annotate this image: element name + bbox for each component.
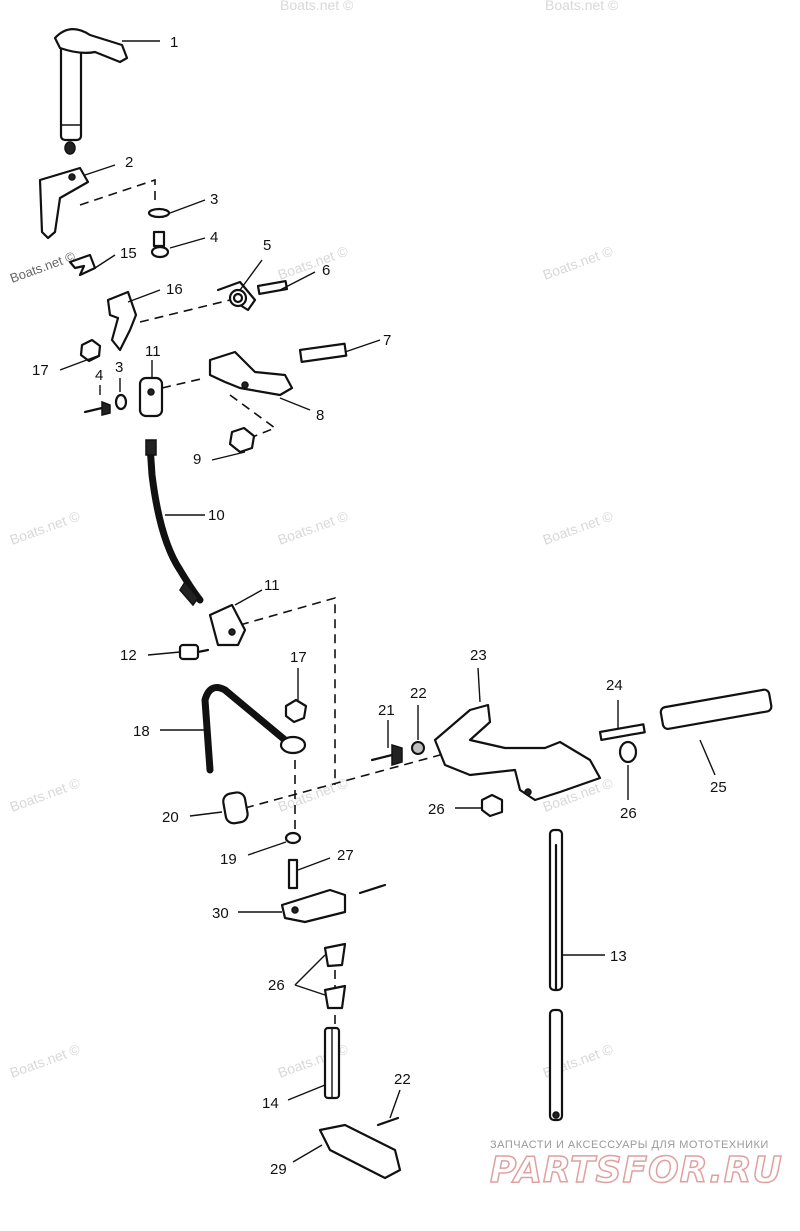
callout-17-lower: 17 <box>290 649 307 666</box>
part-1-shift-shaft <box>53 28 129 155</box>
callout-10: 10 <box>208 507 225 524</box>
watermark: Boats.net © <box>276 507 351 547</box>
callout-7: 7 <box>383 332 391 349</box>
part-24-pin <box>598 723 646 741</box>
part-26-nut <box>480 793 504 818</box>
callout-11-lower: 11 <box>264 577 280 594</box>
part-2-lever <box>38 166 90 240</box>
part-8-lever <box>208 350 294 397</box>
part-11-link-upper <box>138 376 164 418</box>
callout-5: 5 <box>263 237 271 254</box>
callout-3-lower: 3 <box>115 359 123 376</box>
part-7-stud <box>298 342 348 363</box>
watermark: Boats.net © <box>541 242 616 282</box>
part-26-bushing-mid <box>618 740 638 764</box>
part-6-stud <box>256 280 289 295</box>
callout-26: 26 <box>428 801 445 818</box>
watermark: Boats.net © <box>8 248 78 286</box>
callout-16: 16 <box>166 281 183 298</box>
part-29-lever <box>318 1123 402 1180</box>
callout-20: 20 <box>162 809 179 826</box>
part-3-washer-lower <box>114 393 128 411</box>
part-4-screw-lower <box>83 400 111 416</box>
callout-17: 17 <box>32 362 49 379</box>
part-22-pin-lower <box>376 1116 400 1127</box>
part-21-bolt <box>370 743 403 767</box>
watermark: Boats.net © <box>8 507 83 547</box>
callout-12: 12 <box>120 647 137 664</box>
callout-23: 23 <box>470 647 487 664</box>
callout-6: 6 <box>322 262 330 279</box>
callout-14: 14 <box>262 1095 279 1112</box>
watermark: Boats.net © <box>8 774 83 814</box>
watermark: Boats.net © <box>541 507 616 547</box>
part-14-shaft <box>323 1026 341 1100</box>
callout-22: 22 <box>410 685 427 702</box>
callout-25: 25 <box>710 779 727 796</box>
callout-21: 21 <box>378 702 395 719</box>
watermark: Boats.net © <box>276 774 351 814</box>
part-4-screw <box>150 230 170 259</box>
callout-13: 13 <box>610 948 627 965</box>
part-27-stud <box>287 858 299 890</box>
callout-18: 18 <box>133 723 150 740</box>
part-25-rod <box>659 688 773 730</box>
watermark: Boats.net © <box>8 1040 83 1080</box>
callout-8: 8 <box>316 407 324 424</box>
leader-lines <box>59 40 716 1163</box>
callout-4: 4 <box>210 229 218 246</box>
callout-29: 29 <box>270 1161 287 1178</box>
footer-branding: ЗАПЧАСТИ И АКСЕССУАРЫ ДЛЯ МОТОТЕХНИКИ PA… <box>489 1139 783 1192</box>
part-11-link-lower <box>208 603 247 647</box>
callout-27: 27 <box>337 847 354 864</box>
callout-30: 30 <box>212 905 229 922</box>
part-18-rod <box>201 684 307 774</box>
part-26-bushings <box>323 942 347 1010</box>
callout-9: 9 <box>193 451 201 468</box>
part-19-washer <box>284 831 302 845</box>
callout-24: 24 <box>606 677 623 694</box>
callout-2: 2 <box>125 154 133 171</box>
brand-tagline: ЗАПЧАСТИ И АКСЕССУАРЫ ДЛЯ МОТОТЕХНИКИ <box>490 1139 769 1151</box>
watermark: Boats.net © <box>280 0 354 13</box>
part-10-cable <box>145 439 204 607</box>
part-3-washer <box>147 207 171 219</box>
watermark: Boats.net © <box>545 0 619 13</box>
brand-logo: PARTSFOR.RU <box>490 1150 783 1191</box>
part-17-nut-lower <box>284 698 308 724</box>
part-23-bracket <box>433 703 602 802</box>
part-16-bracket <box>106 290 138 352</box>
callout-labels: 1 2 3 4 5 6 15 16 17 11 7 4 3 8 9 10 11 … <box>32 34 727 1178</box>
callout-11: 11 <box>145 343 161 360</box>
part-20-bushing <box>222 791 249 825</box>
callout-4-lower: 4 <box>95 367 103 384</box>
part-13-rod <box>548 828 564 1122</box>
callout-15: 15 <box>120 245 137 262</box>
part-30-lever <box>280 883 387 924</box>
part-5-spring <box>216 280 257 312</box>
callout-19: 19 <box>220 851 237 868</box>
callout-26-right: 26 <box>620 805 637 822</box>
callout-22-lower: 22 <box>394 1071 411 1088</box>
assembly-lines <box>79 178 441 1028</box>
part-9-nut <box>228 426 256 454</box>
callout-26-lower: 26 <box>268 977 285 994</box>
callout-3: 3 <box>210 191 218 208</box>
part-15-clip <box>68 253 97 277</box>
watermark: Boats.net © <box>276 242 351 282</box>
part-22-spring <box>411 741 425 755</box>
callout-1: 1 <box>170 34 178 51</box>
part-12-screw <box>178 643 210 661</box>
